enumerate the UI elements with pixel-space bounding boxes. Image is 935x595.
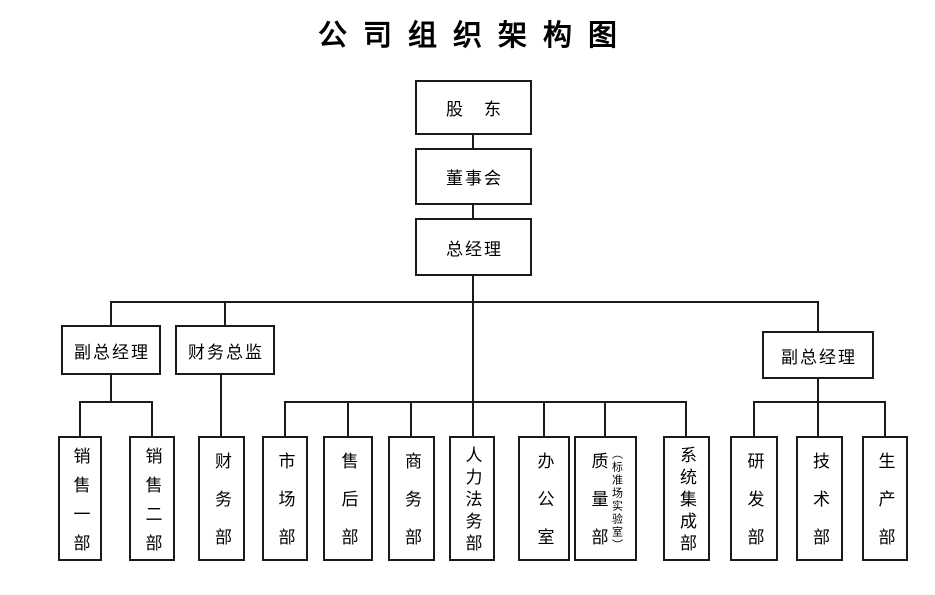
- connector-line: [884, 401, 886, 436]
- org-node-board: 董事会: [415, 148, 532, 205]
- connector-line: [472, 205, 474, 218]
- connector-line: [753, 401, 755, 436]
- connector-line: [110, 301, 112, 325]
- org-node-label: 总经理: [446, 239, 503, 259]
- dept-label: 市场部: [275, 452, 295, 566]
- dept-label: 系统集成部: [677, 446, 696, 556]
- dept-label: 办公室: [534, 452, 554, 566]
- dept-label: 商务部: [402, 452, 421, 566]
- org-node-finance-director: 财务总监: [175, 325, 275, 375]
- dept-box-system-integration: 系统集成部: [663, 436, 710, 561]
- connector-line: [220, 375, 222, 436]
- org-node-label: 财务总监: [188, 342, 264, 362]
- connector-line: [284, 401, 286, 436]
- dept-box-finance: 财务部: [198, 436, 245, 566]
- dept-label: 技术部: [810, 452, 829, 566]
- org-node-deputy-gm-right: 副总经理: [762, 331, 874, 379]
- connector-line: [685, 401, 687, 436]
- connector-line: [410, 401, 412, 436]
- org-node-label: 副总经理: [781, 347, 857, 367]
- connector-line: [224, 301, 226, 325]
- dept-box-technology: 技术部: [796, 436, 843, 566]
- org-node-label: 股 东: [446, 100, 503, 119]
- connector-line: [79, 401, 153, 403]
- dept-label: 质量部: [588, 452, 608, 566]
- dept-box-marketing: 市场部: [262, 436, 308, 566]
- dept-box-commerce: 商务部: [388, 436, 435, 566]
- org-node-general-manager: 总经理: [415, 218, 532, 276]
- dept-label: 售后部: [338, 452, 358, 566]
- dept-label: 财务部: [212, 452, 231, 566]
- dept-box-sales-2: 销售二部: [129, 436, 175, 563]
- connector-line: [347, 401, 349, 436]
- connector-line: [604, 401, 606, 436]
- connector-line: [817, 401, 819, 436]
- connector-line: [817, 379, 819, 403]
- connector-line: [79, 401, 81, 436]
- connector-line: [543, 401, 545, 436]
- connector-line: [472, 276, 474, 436]
- connector-line: [151, 401, 153, 436]
- connector-line: [753, 401, 886, 403]
- connector-line: [472, 135, 474, 148]
- dept-box-production: 生产部: [862, 436, 908, 566]
- dept-label: 研发部: [744, 452, 764, 566]
- dept-label: 销售二部: [142, 446, 162, 563]
- connector-line: [817, 301, 819, 331]
- org-node-label: 副总经理: [74, 342, 150, 362]
- dept-label: 生产部: [875, 452, 895, 566]
- connector-line: [110, 375, 112, 403]
- dept-label: 销售一部: [70, 446, 90, 563]
- page-title: 公司组织架构图: [317, 20, 633, 52]
- dept-box-hr-legal: 人力法务部: [449, 436, 495, 561]
- dept-label: 人力法务部: [462, 446, 482, 556]
- dept-box-sales-1: 销售一部: [58, 436, 102, 563]
- dept-box-office: 办公室: [518, 436, 570, 566]
- org-node-deputy-gm-left: 副总经理: [61, 325, 161, 375]
- connector-line: [111, 301, 819, 303]
- connector-line: [284, 401, 687, 403]
- dept-box-quality: 质量部 （标准场实验室）: [574, 436, 637, 566]
- dept-box-rnd: 研发部: [730, 436, 778, 566]
- org-node-label: 董事会: [446, 169, 503, 188]
- org-node-shareholders: 股 东: [415, 80, 532, 135]
- dept-box-after-sales: 售后部: [323, 436, 373, 566]
- dept-sublabel: （标准场实验室）: [610, 447, 623, 552]
